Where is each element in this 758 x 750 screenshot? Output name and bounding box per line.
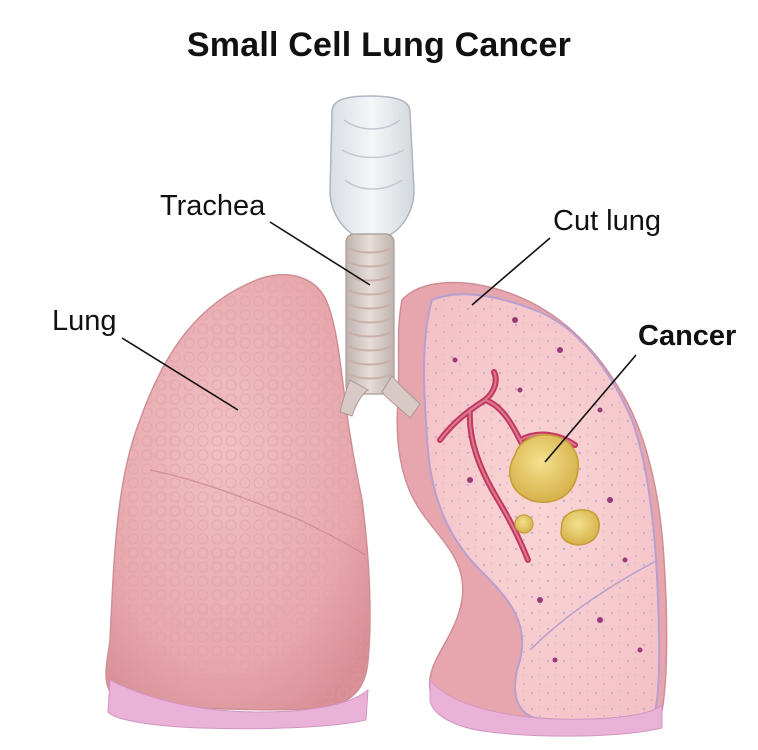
leader-lines (121, 221, 637, 463)
left-lung (105, 273, 371, 730)
label-cancer: Cancer (638, 320, 737, 352)
cut-lung (396, 281, 668, 737)
label-cut-lung: Cut lung (553, 205, 662, 237)
diagram-title: Small Cell Lung Cancer (186, 26, 572, 64)
trachea (329, 95, 421, 419)
cancer-leader (544, 354, 637, 463)
label-trachea: Trachea (160, 190, 266, 222)
label-lung: Lung (52, 305, 117, 337)
trachea-leader (269, 221, 371, 286)
lung-leader (121, 337, 239, 411)
cut-lung-leader (471, 237, 551, 306)
